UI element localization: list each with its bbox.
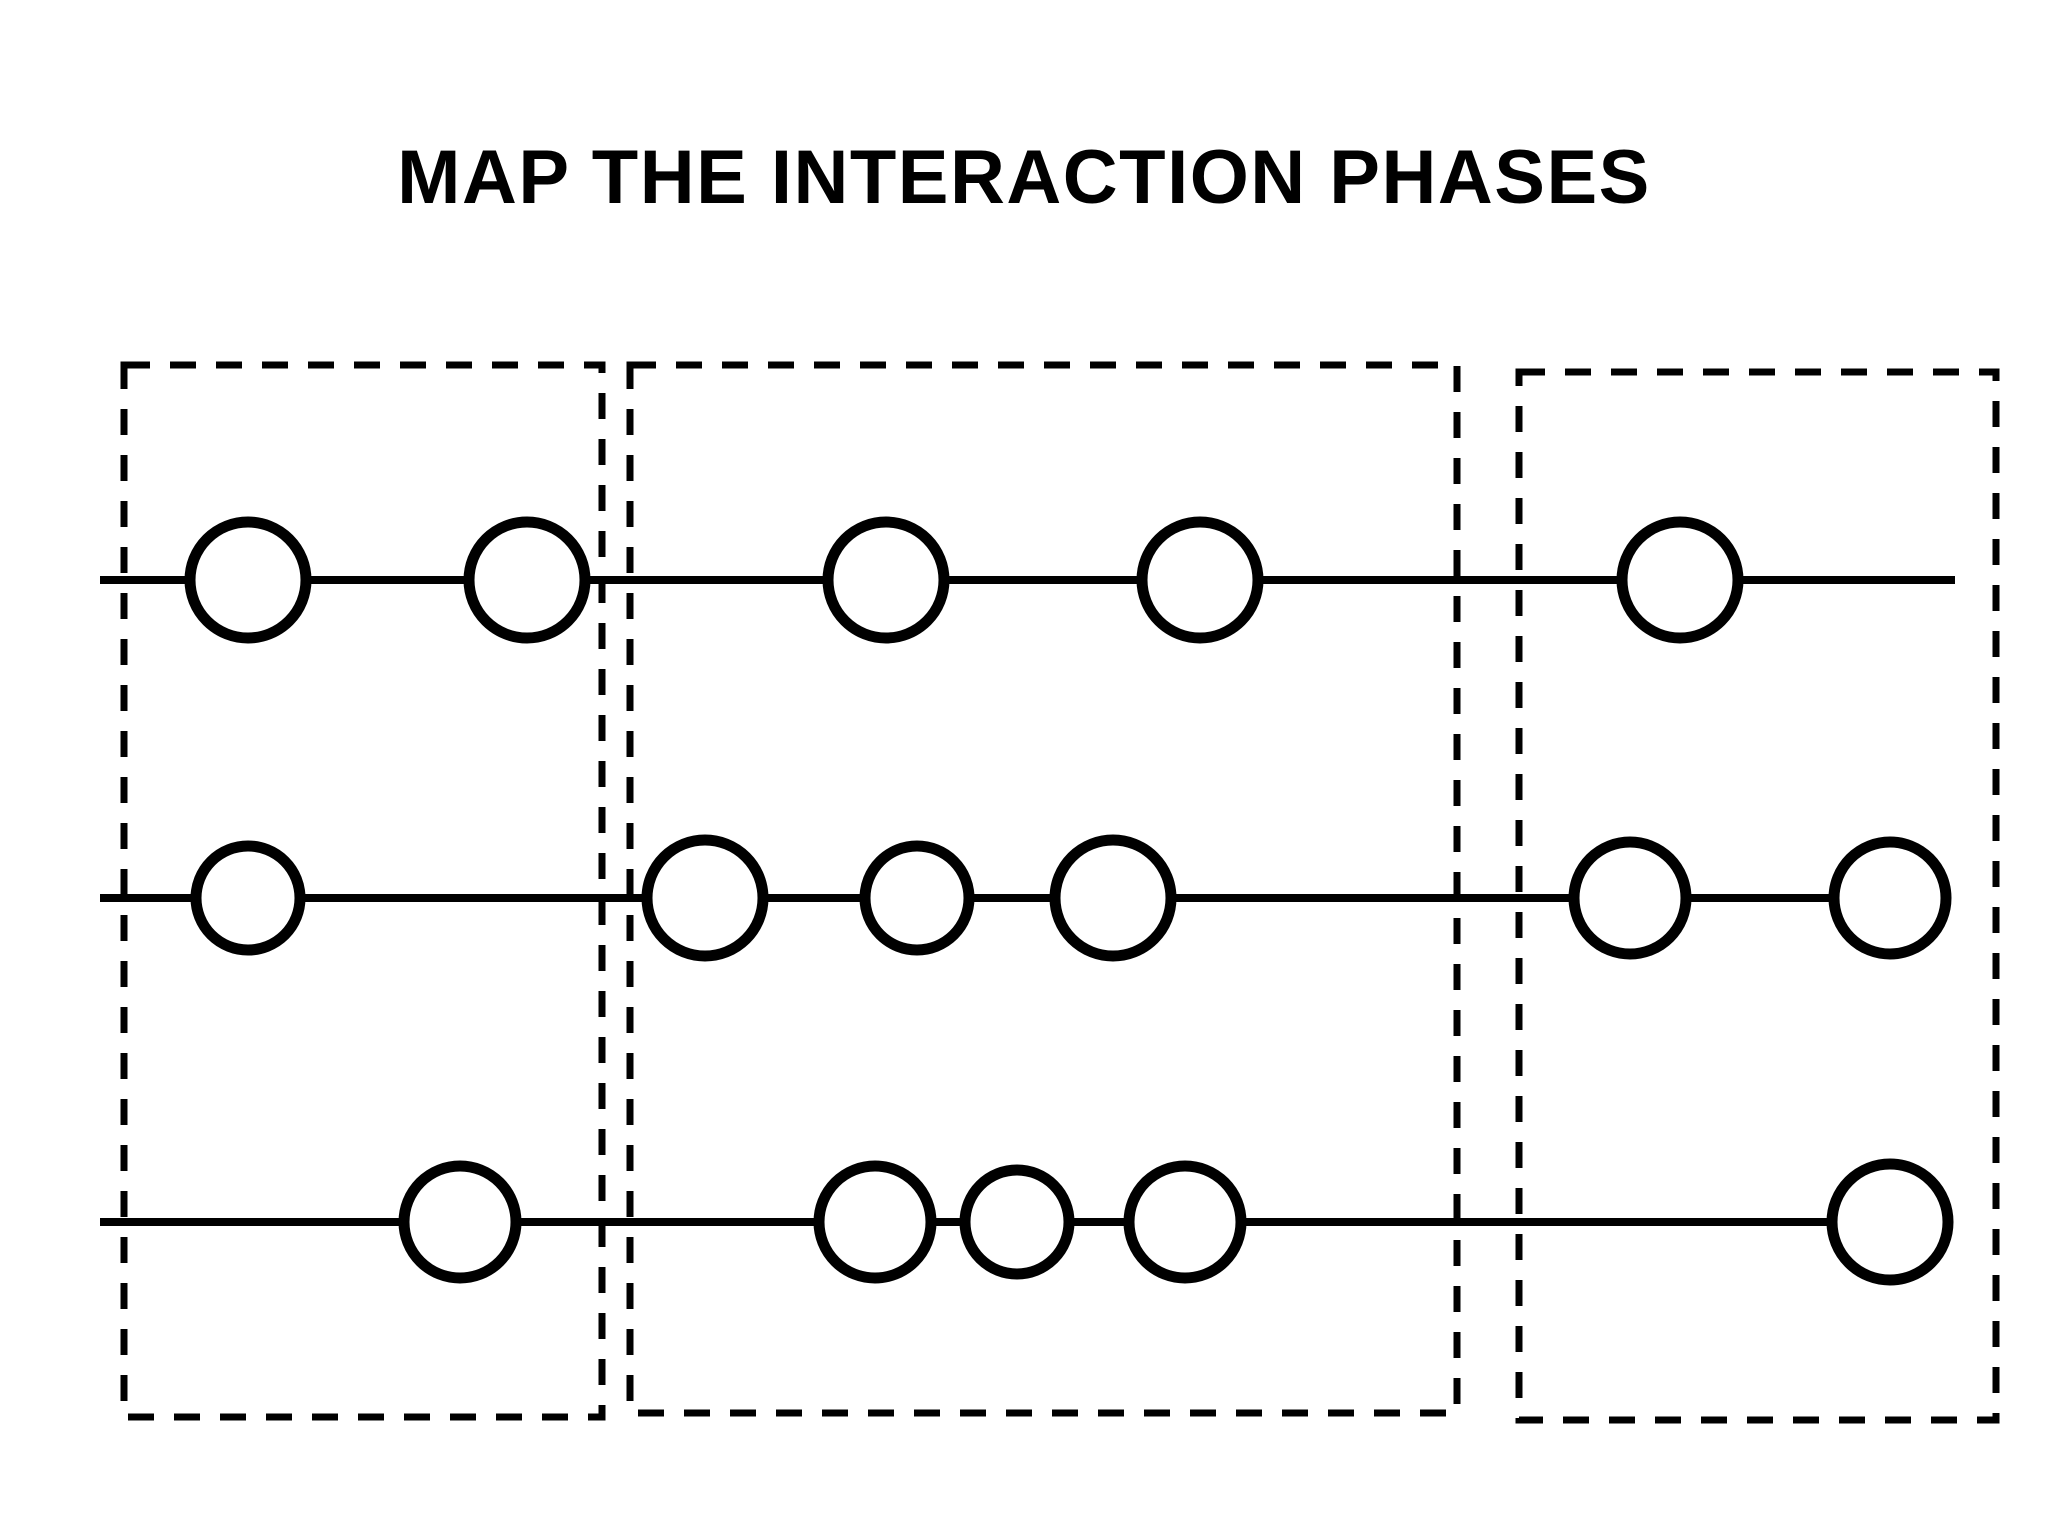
node-r3-n3[interactable] <box>959 1164 1075 1280</box>
node-r1-n2[interactable] <box>463 516 591 644</box>
node-r3-n4[interactable] <box>1123 1160 1247 1284</box>
node-r2-n6[interactable] <box>1828 836 1952 960</box>
node-r1-n4[interactable] <box>1136 516 1264 644</box>
node-r2-n5[interactable] <box>1568 836 1692 960</box>
node-r3-n1[interactable] <box>398 1160 522 1284</box>
node-r1-n5[interactable] <box>1616 516 1744 644</box>
node-r2-n3[interactable] <box>859 840 975 956</box>
phase-box-1[interactable] <box>120 361 606 1421</box>
node-r2-n1[interactable] <box>190 840 306 956</box>
phase-boxes-group <box>120 361 2000 1424</box>
node-r2-n2[interactable] <box>641 834 769 962</box>
node-r1-n3[interactable] <box>822 516 950 644</box>
phase-box-3[interactable] <box>1515 368 2000 1424</box>
node-r3-n5[interactable] <box>1826 1158 1954 1286</box>
phase-box-2[interactable] <box>626 361 1461 1417</box>
timeline-row-2 <box>100 834 1952 962</box>
timelines-group <box>100 516 1955 1286</box>
timeline-row-3 <box>100 1158 1954 1286</box>
node-r3-n2[interactable] <box>813 1160 937 1284</box>
node-r2-n4[interactable] <box>1049 834 1177 962</box>
timeline-row-1 <box>100 516 1955 644</box>
page-title: MAP THE INTERACTION PHASES <box>397 135 1651 220</box>
node-r1-n1[interactable] <box>184 516 312 644</box>
